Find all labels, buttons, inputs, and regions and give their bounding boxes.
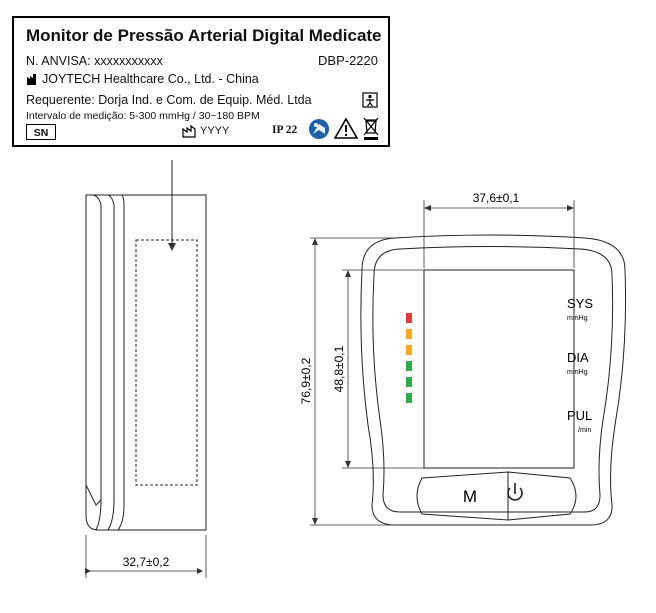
led-segment [406,313,412,323]
power-icon[interactable] [507,483,523,501]
led-segment [406,393,412,403]
measurement-interval: Intervalo de medição: 5-300 mmHg / 30~18… [26,110,260,122]
total-height-label: 76,9±0,2 [299,357,313,404]
manufacture-date: YYYY [200,125,230,137]
model-number: DBP-2220 [318,53,378,68]
pul-unit: /min [578,427,591,434]
led-segment [406,345,412,355]
pul-label: PUL [567,408,592,423]
manufacture-date-icon [182,124,196,138]
manufacturer-icon [27,74,36,85]
serial-number-symbol: SN [26,124,56,140]
sys-unit: mmHg [567,315,588,322]
warning-icon [334,117,358,139]
front-view [360,234,627,526]
led-segment [406,329,412,339]
side-view [85,194,207,531]
led-segment [406,377,412,387]
anvisa-number: N. ANVISA: xxxxxxxxxxx [26,54,163,68]
ip-rating: IP 22 [272,124,298,136]
manufacturer-name: JOYTECH Healthcare Co., Ltd. - China [42,72,259,86]
screen-height-label: 48,8±0,1 [332,345,346,392]
type-bf-icon [362,92,378,108]
screen-width-label: 37,6±0,1 [473,191,520,205]
label-title: Monitor de Pressão Arterial Digital Medi… [26,26,382,45]
dia-label: DIA [567,350,589,365]
dia-unit: mmHg [567,369,588,376]
read-manual-icon [309,119,329,139]
sys-label: SYS [567,296,593,311]
product-label: Monitor de Pressão Arterial Digital Medi… [12,16,390,147]
m-button[interactable]: M [463,487,477,506]
led-segment [406,361,412,371]
requester-text: Requerente: Dorja Ind. e Com. de Equip. … [26,93,312,107]
weee-disposal-icon [363,117,379,140]
side-width-label: 32,7±0,2 [123,555,170,569]
led-bar [406,313,412,403]
